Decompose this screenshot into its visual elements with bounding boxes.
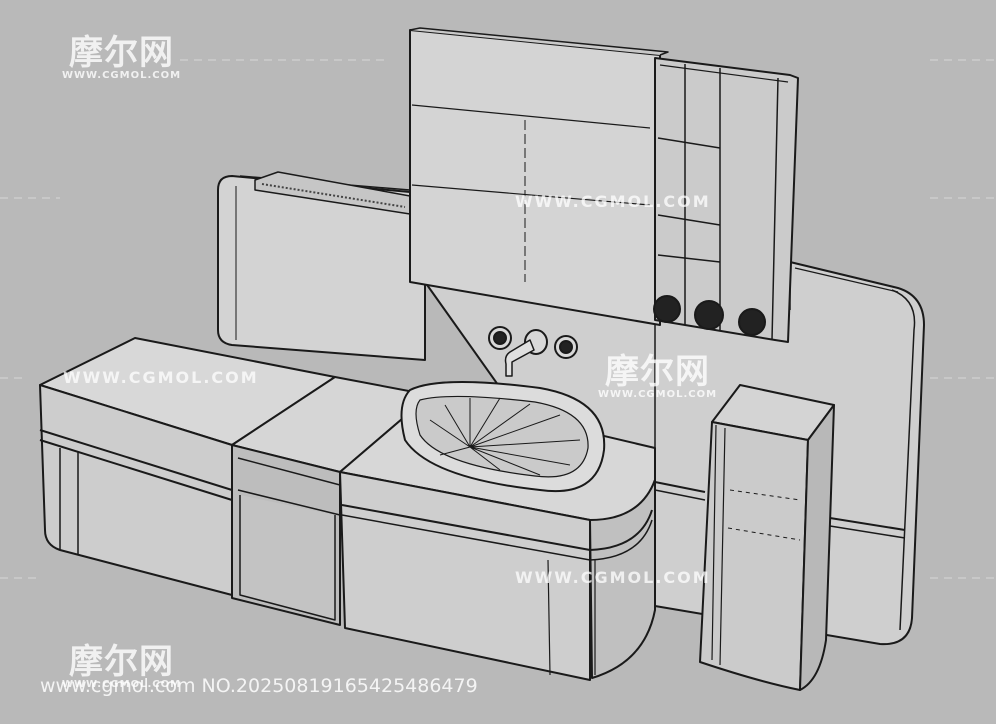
back-wall-panel bbox=[217, 175, 426, 361]
watermark-url-top: WWW.CGMOL.COM bbox=[515, 192, 711, 211]
tall-storage-cabinet bbox=[699, 384, 835, 691]
watermark-url-bottom: WWW.CGMOL.COM bbox=[515, 568, 711, 587]
guide-lines bbox=[0, 59, 996, 579]
sink-basin bbox=[400, 381, 606, 493]
watermark-logo-center-right: 摩尔网 WWW.CGMOL.COM bbox=[598, 352, 718, 400]
watermark-logo-top-left: 摩尔网 WWW.CGMOL.COM bbox=[62, 33, 182, 81]
vanity-left-cabinet bbox=[39, 337, 336, 596]
watermark-logo-bottom-left: 摩尔网 WWW.CGMOL.COM bbox=[62, 642, 182, 690]
towel-hooks bbox=[653, 295, 766, 336]
faucet bbox=[488, 326, 578, 377]
watermark-url-left: WWW.CGMOL.COM bbox=[63, 368, 259, 387]
footer-stamp: www.cgmol.com NO.20250819165425486479 bbox=[40, 675, 478, 697]
open-shelf-unit bbox=[654, 57, 799, 343]
mirror-cabinet bbox=[409, 27, 669, 326]
vanity-middle-section bbox=[231, 376, 431, 626]
